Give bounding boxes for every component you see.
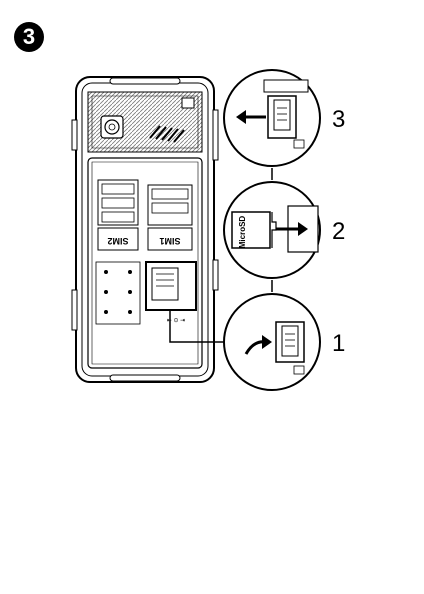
sim1-label: SIM1: [159, 236, 180, 246]
callout-circle-3: [224, 70, 320, 166]
callout-circle-1: [224, 294, 320, 390]
microsd-slot-highlight: [146, 262, 196, 310]
callout-number-2: 2: [332, 218, 345, 246]
sim2-label: SIM2: [107, 236, 128, 246]
camera-lens: [101, 116, 123, 138]
callout-number-1: 1: [332, 330, 345, 358]
microsd-card-label: MicroSD: [238, 216, 247, 249]
callout-number-3: 3: [332, 106, 345, 134]
